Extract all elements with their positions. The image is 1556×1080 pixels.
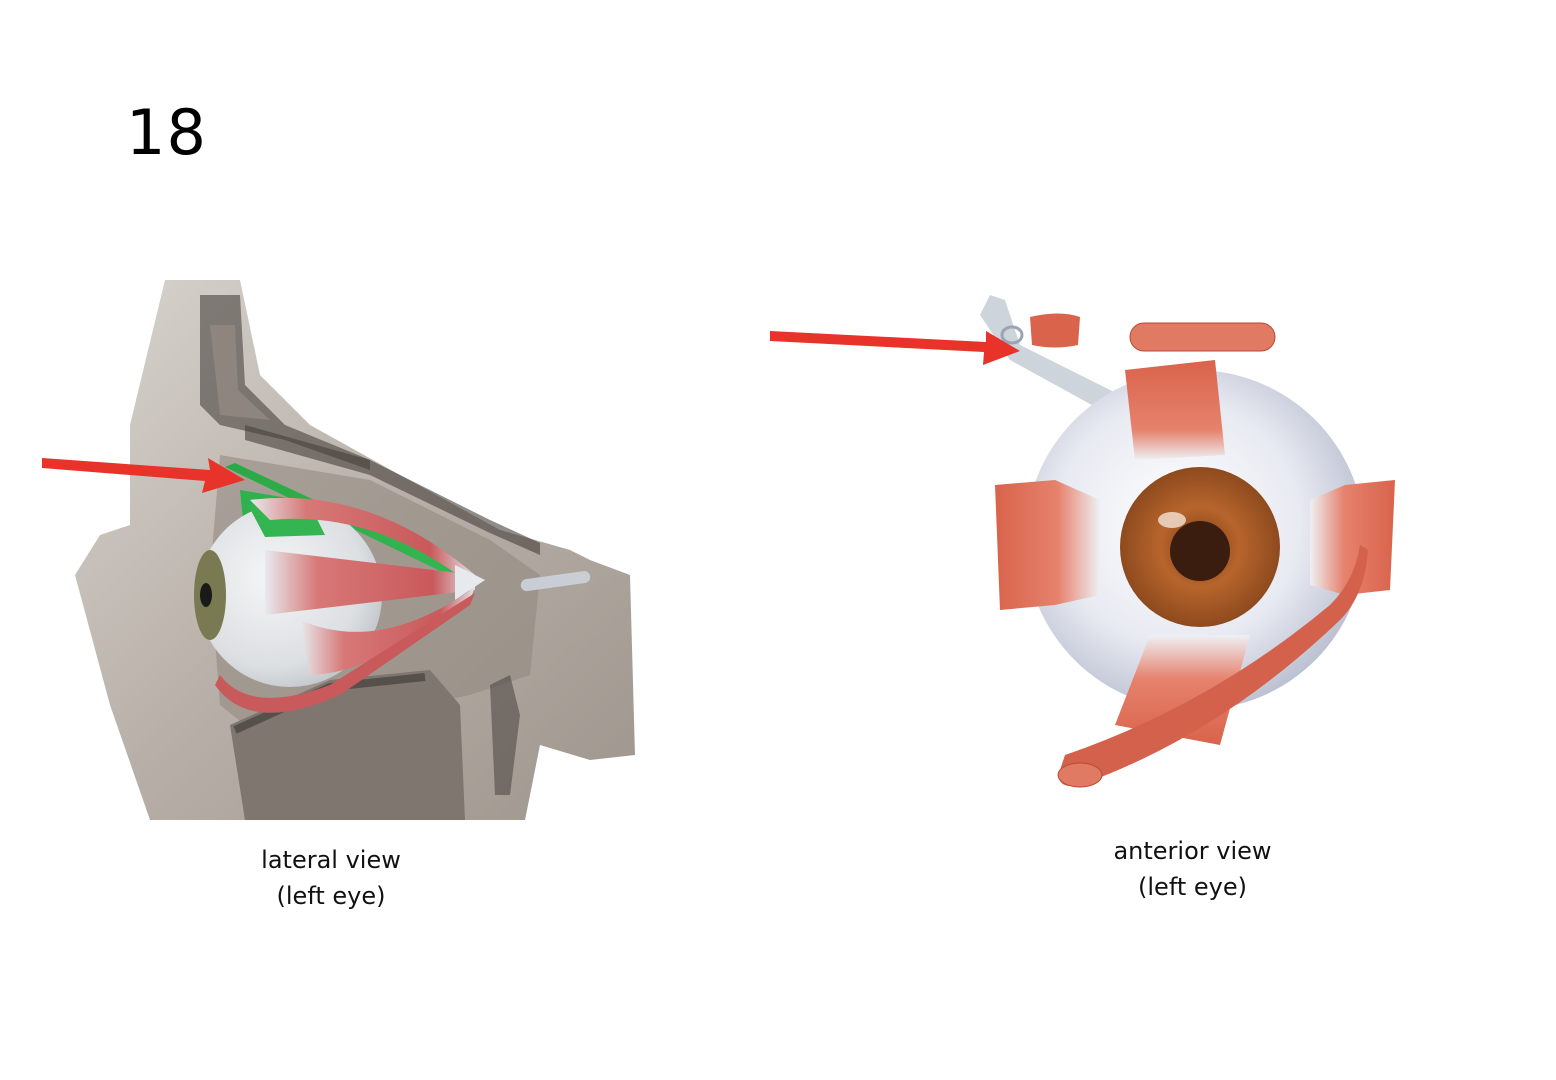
lateral-view-illustration (70, 275, 640, 820)
anterior-view-illustration (960, 285, 1420, 805)
lateral-caption-line1: lateral view (261, 846, 401, 874)
anterior-caption-line1: anterior view (1113, 837, 1272, 865)
slide-number: 18 (126, 96, 207, 169)
lateral-view-caption: lateral view (left eye) (231, 842, 431, 914)
anterior-caption-line2: (left eye) (1138, 873, 1247, 901)
arrow-lateral-icon (42, 458, 245, 493)
arrow-anterior-icon (770, 331, 1020, 365)
lateral-caption-line2: (left eye) (276, 882, 386, 910)
anterior-view-caption: anterior view (left eye) (1085, 833, 1300, 905)
